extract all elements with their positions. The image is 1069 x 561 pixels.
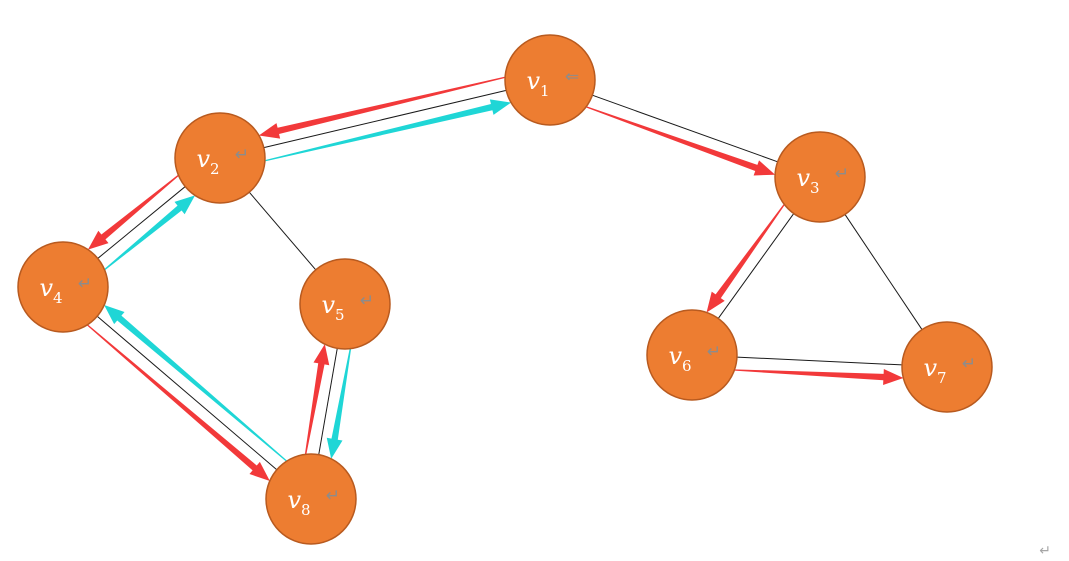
node-return-mark: ↵	[360, 291, 374, 311]
node-v6: v6 ↵	[646, 309, 738, 401]
edges-layer	[96, 89, 923, 471]
node-v2: v2 ↵	[174, 112, 266, 204]
traversal-arrows-layer	[83, 75, 904, 481]
edge-v4-v8	[96, 315, 278, 471]
node-circle	[265, 453, 357, 545]
node-return-mark: ↵	[707, 342, 721, 362]
node-v3: v3 ↵	[774, 131, 866, 223]
edge-v1-v3	[592, 94, 778, 163]
node-return-mark: ↵	[962, 354, 976, 374]
arrow-red-v4-v8	[83, 321, 270, 481]
arrow-cyan-v2-v1	[260, 99, 512, 163]
node-v7: v7 ↵	[901, 321, 993, 413]
edge-v2-v5	[248, 191, 317, 271]
node-label: v2	[196, 145, 219, 178]
nodes-layer: v1 ⇐ v2 ↵ v3 ↵ v4 ↵ v5 ↵ v6 ↵ v7 ↵ v8 ↵	[17, 34, 993, 545]
node-label: v4	[39, 274, 62, 307]
edge-v3-v6	[717, 213, 795, 319]
node-label: v1	[526, 67, 549, 100]
edge-v3-v7	[844, 214, 923, 330]
edge-v1-v2	[263, 89, 507, 149]
node-v1: v1 ⇐	[504, 34, 596, 126]
arrow-cyan-v8-v4	[104, 305, 291, 465]
node-label: v7	[923, 354, 946, 387]
node-v5: v5 ↵	[299, 258, 391, 350]
node-v8: v8 ↵	[265, 453, 357, 545]
node-circle	[646, 309, 738, 401]
arrow-red-v2-v4	[87, 172, 182, 250]
edge-v2-v4	[97, 186, 186, 259]
arrow-cyan-v5-v8	[326, 344, 352, 459]
edge-v5-v8	[318, 348, 338, 455]
node-label: v6	[668, 342, 691, 375]
node-return-mark: ↵	[835, 164, 849, 184]
arrow-red-v1-v3	[582, 104, 776, 176]
node-circle	[299, 258, 391, 350]
arrow-cyan-v4-v2	[101, 195, 196, 273]
node-label: v3	[796, 164, 819, 197]
node-return-mark: ↵	[78, 274, 92, 294]
edge-v6-v7	[736, 356, 903, 366]
arrow-red-v8-v5	[304, 344, 330, 459]
node-label: v5	[321, 291, 344, 324]
node-return-mark: ↵	[326, 486, 340, 506]
arrow-red-v6-v7	[730, 369, 904, 386]
node-circle	[174, 112, 266, 204]
node-return-mark: ⇐	[565, 67, 579, 87]
arrow-red-v3-v6	[706, 200, 788, 313]
arrow-red-v1-v2	[258, 75, 510, 139]
node-circle	[17, 241, 109, 333]
node-v4: v4 ↵	[17, 241, 109, 333]
node-return-mark: ↵	[235, 145, 249, 165]
node-circle	[504, 34, 596, 126]
node-label: v8	[287, 486, 310, 519]
node-circle	[901, 321, 993, 413]
node-circle	[774, 131, 866, 223]
paragraph-mark: ↵	[1039, 543, 1051, 559]
